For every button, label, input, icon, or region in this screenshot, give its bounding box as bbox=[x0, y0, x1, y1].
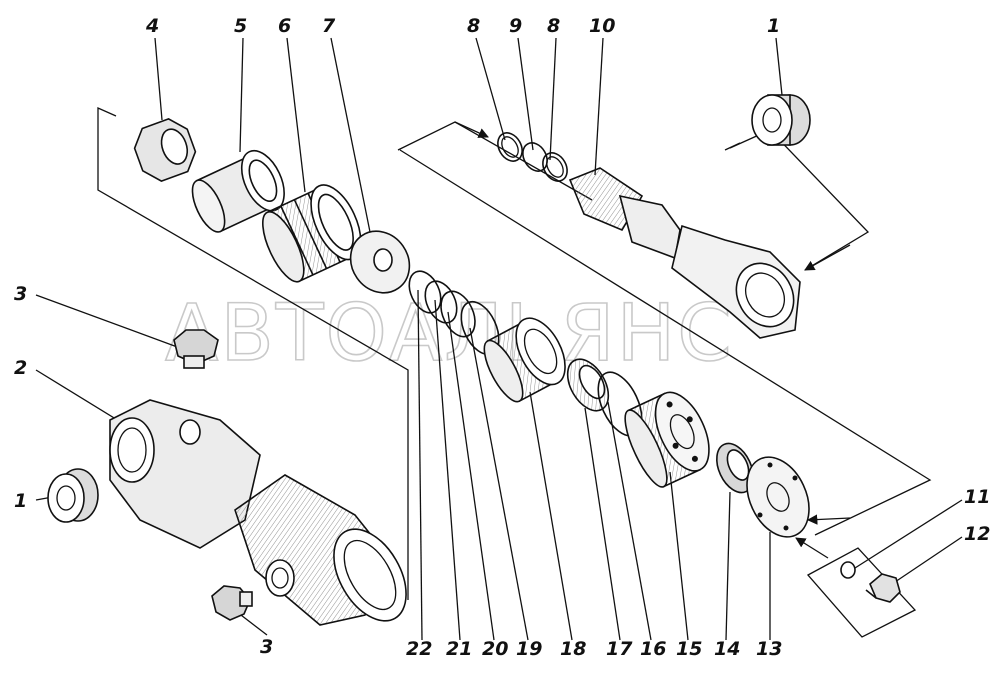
callout-labels: 4 5 6 7 8 9 8 10 1 3 2 1 3 11 12 22 21 2… bbox=[14, 15, 990, 660]
callout-14: 14 bbox=[714, 638, 740, 660]
part-18-gland bbox=[483, 317, 566, 403]
callout-13: 13 bbox=[756, 638, 782, 660]
part-20-ring bbox=[440, 290, 476, 338]
part-21-ring bbox=[424, 280, 458, 324]
part-8-ring-right bbox=[542, 152, 568, 182]
part-13-flange-plate bbox=[746, 456, 810, 538]
part-1-bearing-left bbox=[47, 468, 99, 523]
part-4-nut bbox=[133, 118, 197, 182]
callout-1-left: 1 bbox=[14, 490, 27, 512]
part-12-bolt bbox=[865, 573, 901, 603]
callout-4: 4 bbox=[145, 15, 159, 37]
callout-11: 11 bbox=[964, 486, 990, 508]
callout-22: 22 bbox=[406, 638, 432, 660]
part-8-ring-left bbox=[497, 132, 523, 162]
part-10-piston-rod bbox=[568, 167, 801, 339]
leader-lines bbox=[35, 37, 963, 641]
part-3-grease-fitting-upper bbox=[173, 329, 219, 369]
callout-7: 7 bbox=[322, 15, 336, 37]
callout-3-upper: 3 bbox=[14, 283, 27, 305]
callout-9: 9 bbox=[509, 15, 522, 37]
callout-6: 6 bbox=[278, 15, 291, 37]
callout-10: 10 bbox=[589, 15, 615, 37]
callout-15: 15 bbox=[676, 638, 702, 660]
callout-1-top: 1 bbox=[767, 15, 780, 37]
callout-2: 2 bbox=[14, 357, 27, 379]
callout-21: 21 bbox=[446, 638, 472, 660]
callout-12: 12 bbox=[964, 523, 990, 545]
part-15-threaded-cap bbox=[624, 391, 710, 488]
callout-18: 18 bbox=[560, 638, 586, 660]
part-6-ribbed-piston bbox=[262, 184, 362, 283]
callout-19: 19 bbox=[516, 638, 542, 660]
assembly-frame-lines bbox=[97, 106, 932, 638]
watermark-text: АВТОАЛЬЯНС bbox=[165, 289, 734, 379]
part-5-bushing bbox=[191, 149, 285, 233]
callout-17: 17 bbox=[606, 638, 633, 660]
part-11-lock-washer bbox=[840, 561, 856, 579]
callout-20: 20 bbox=[482, 638, 508, 660]
callout-16: 16 bbox=[640, 638, 666, 660]
part-1-bearing-top bbox=[751, 94, 811, 146]
part-2-cylinder-body bbox=[109, 399, 407, 626]
part-7-washer bbox=[349, 230, 411, 294]
callout-5: 5 bbox=[234, 15, 247, 37]
part-3-grease-fitting-lower bbox=[211, 585, 253, 621]
callout-3-lower: 3 bbox=[260, 636, 273, 658]
callout-8-left: 8 bbox=[467, 15, 480, 37]
part-22-ring bbox=[408, 270, 442, 314]
callout-8-right: 8 bbox=[547, 15, 560, 37]
part-14-wiper bbox=[716, 442, 754, 494]
part-9-ring bbox=[522, 142, 548, 172]
